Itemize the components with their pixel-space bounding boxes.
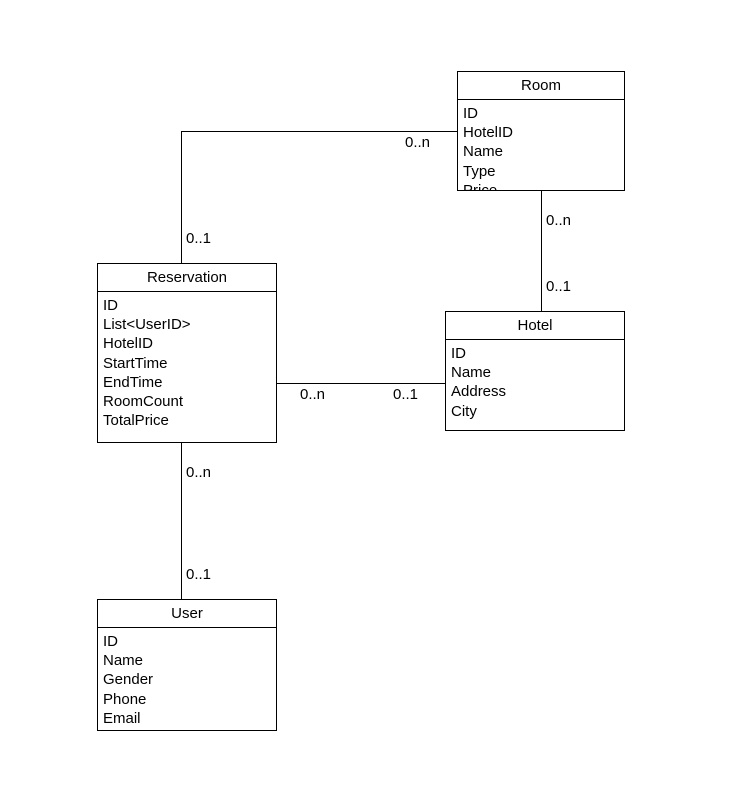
hotel-entity-title: Hotel: [446, 312, 624, 340]
multiplicity-reservation-hotel-hotel: 0..1: [393, 386, 419, 403]
multiplicity-reservation-user-reservation: 0..n: [186, 464, 212, 481]
reservation-attribute: StartTime: [103, 354, 168, 372]
user-attribute: Email: [103, 709, 141, 727]
room-attribute: ID: [463, 105, 478, 122]
hotel-attribute: Address: [451, 383, 507, 401]
room-entity: Room ID HotelID Name Type Price: [457, 71, 625, 191]
reservation-attribute: HotelID: [103, 335, 154, 353]
room-reservation-connector: [181, 131, 458, 264]
room-attribute: Type: [463, 162, 496, 180]
multiplicity-reservation-hotel-reservation: 0..n: [300, 386, 326, 403]
room-attribute: Price: [463, 181, 498, 191]
reservation-attribute: RoomCount: [103, 392, 184, 410]
hotel-entity: Hotel ID Name Address City: [445, 311, 625, 431]
multiplicity-room-reservation-reservation: 0..1: [186, 230, 212, 247]
user-attribute: Name: [103, 652, 144, 670]
room-attribute: Name: [463, 143, 504, 161]
room-attribute: HotelID: [463, 124, 514, 142]
reservation-attribute: List<UserID>: [103, 316, 191, 334]
hotel-attribute: City: [451, 402, 477, 420]
hotel-attribute: Name: [451, 364, 492, 382]
reservation-attribute-list: ID List<UserID> HotelID StartTime EndTim…: [98, 292, 276, 430]
multiplicity-reservation-user-user: 0..1: [186, 566, 212, 583]
room-entity-title: Room: [458, 72, 624, 100]
reservation-attribute: ID: [103, 297, 118, 314]
multiplicity-room-hotel-room: 0..n: [546, 212, 572, 229]
user-entity-title: User: [98, 600, 276, 628]
reservation-attribute: EndTime: [103, 373, 163, 391]
user-attribute: Phone: [103, 690, 147, 708]
user-attribute: ID: [103, 633, 118, 650]
user-attribute: Gender: [103, 671, 154, 689]
user-attribute-list: ID Name Gender Phone Email: [98, 628, 276, 728]
room-attribute-list: ID HotelID Name Type Price: [458, 100, 624, 191]
hotel-attribute-list: ID Name Address City: [446, 340, 624, 421]
hotel-attribute: ID: [451, 345, 466, 362]
user-entity: User ID Name Gender Phone Email: [97, 599, 277, 731]
reservation-attribute: TotalPrice: [103, 412, 169, 430]
reservation-entity-title: Reservation: [98, 264, 276, 292]
multiplicity-room-hotel-hotel: 0..1: [546, 278, 572, 295]
reservation-entity: Reservation ID List<UserID> HotelID Star…: [97, 263, 277, 443]
multiplicity-room-reservation-room: 0..n: [405, 134, 431, 151]
